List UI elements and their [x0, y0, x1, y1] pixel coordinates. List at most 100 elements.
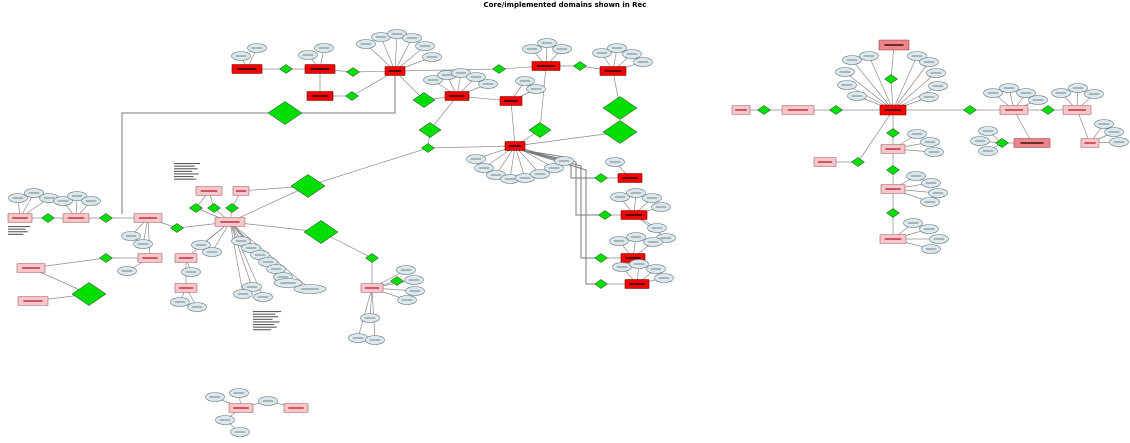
attribute-node[interactable]	[835, 67, 855, 77]
attribute-node[interactable]	[515, 76, 535, 86]
attribute-node[interactable]	[842, 55, 862, 65]
attribute-node[interactable]	[921, 244, 941, 254]
attribute-node[interactable]	[926, 68, 946, 78]
attribute-node[interactable]	[314, 43, 334, 53]
attribute-node[interactable]	[133, 239, 153, 249]
attribute-node[interactable]	[404, 275, 424, 285]
attribute-node[interactable]	[1104, 127, 1124, 137]
attribute-node[interactable]	[626, 188, 646, 198]
relationship-node[interactable]	[1041, 105, 1055, 115]
attribute-node[interactable]	[266, 264, 286, 274]
attribute-node[interactable]	[451, 68, 471, 78]
relationship-node[interactable]	[418, 122, 442, 138]
attribute-node[interactable]	[921, 178, 941, 188]
relationship-node[interactable]	[267, 101, 303, 125]
attribute-node[interactable]	[474, 163, 494, 173]
attribute-node[interactable]	[526, 84, 546, 94]
attribute-node[interactable]	[1051, 88, 1071, 98]
relationship-node[interactable]	[225, 203, 239, 213]
attribute-node[interactable]	[423, 75, 443, 85]
attribute-node[interactable]	[629, 259, 649, 269]
attribute-node[interactable]	[924, 147, 944, 157]
attribute-node[interactable]	[356, 39, 376, 49]
attribute-node[interactable]	[402, 33, 422, 43]
attribute-node[interactable]	[1084, 89, 1104, 99]
attribute-node[interactable]	[859, 51, 879, 61]
relationship-node[interactable]	[492, 64, 506, 74]
relationship-node[interactable]	[598, 210, 612, 220]
relationship-node[interactable]	[279, 64, 293, 74]
attribute-node[interactable]	[230, 427, 250, 437]
attribute-node[interactable]	[515, 173, 535, 183]
attribute-node[interactable]	[920, 137, 940, 147]
attribute-node[interactable]	[1068, 83, 1088, 93]
relationship-node[interactable]	[365, 253, 379, 263]
attribute-node[interactable]	[396, 265, 416, 275]
attribute-node[interactable]	[633, 57, 653, 67]
relationship-node[interactable]	[886, 208, 900, 218]
attribute-node[interactable]	[610, 192, 630, 202]
relationship-node[interactable]	[594, 279, 608, 289]
attribute-node[interactable]	[522, 44, 542, 54]
relationship-node[interactable]	[573, 61, 587, 71]
attribute-node[interactable]	[117, 266, 137, 276]
relationship-node[interactable]	[757, 105, 771, 115]
attribute-node[interactable]	[405, 286, 425, 296]
attribute-node[interactable]	[273, 278, 303, 288]
attribute-node[interactable]	[202, 247, 222, 257]
relationship-node[interactable]	[602, 96, 638, 120]
attribute-node[interactable]	[247, 43, 267, 53]
attribute-node[interactable]	[1016, 88, 1036, 98]
relationship-node[interactable]	[170, 223, 184, 233]
attribute-node[interactable]	[293, 284, 327, 294]
attribute-node[interactable]	[1094, 119, 1114, 129]
attribute-node[interactable]	[651, 202, 671, 212]
attribute-node[interactable]	[205, 392, 225, 402]
attribute-node[interactable]	[53, 196, 73, 206]
relationship-node[interactable]	[290, 174, 326, 198]
relationship-node[interactable]	[886, 128, 900, 138]
relationship-node[interactable]	[829, 105, 843, 115]
attribute-node[interactable]	[466, 72, 486, 82]
attribute-node[interactable]	[170, 297, 190, 307]
attribute-node[interactable]	[365, 335, 385, 345]
attribute-node[interactable]	[537, 38, 557, 48]
relationship-node[interactable]	[345, 91, 359, 101]
attribute-node[interactable]	[1109, 137, 1129, 147]
attribute-node[interactable]	[978, 126, 998, 136]
relationship-node[interactable]	[41, 213, 55, 223]
attribute-node[interactable]	[422, 52, 442, 62]
attribute-node[interactable]	[415, 41, 435, 51]
relationship-node[interactable]	[528, 122, 552, 138]
attribute-node[interactable]	[191, 240, 211, 250]
attribute-node[interactable]	[929, 234, 949, 244]
attribute-node[interactable]	[81, 196, 101, 206]
relationship-node[interactable]	[421, 143, 435, 153]
attribute-node[interactable]	[919, 57, 939, 67]
relationship-node[interactable]	[963, 105, 977, 115]
attribute-node[interactable]	[231, 236, 251, 246]
attribute-node[interactable]	[478, 79, 498, 89]
attribute-node[interactable]	[298, 50, 318, 60]
attribute-node[interactable]	[187, 302, 207, 312]
attribute-node[interactable]	[903, 218, 923, 228]
relationship-node[interactable]	[346, 67, 360, 77]
attribute-node[interactable]	[643, 237, 663, 247]
relationship-node[interactable]	[886, 165, 900, 175]
relationship-node[interactable]	[207, 203, 221, 213]
attribute-node[interactable]	[928, 188, 948, 198]
attribute-node[interactable]	[181, 267, 201, 277]
attribute-node[interactable]	[24, 188, 44, 198]
attribute-node[interactable]	[622, 49, 642, 59]
attribute-node[interactable]	[605, 157, 625, 167]
attribute-node[interactable]	[360, 313, 380, 323]
attribute-node[interactable]	[242, 282, 262, 292]
attribute-node[interactable]	[231, 51, 251, 61]
attribute-node[interactable]	[466, 154, 486, 164]
attribute-node[interactable]	[647, 223, 667, 233]
attribute-node[interactable]	[906, 171, 926, 181]
relationship-node[interactable]	[412, 92, 436, 108]
attribute-node[interactable]	[970, 136, 990, 146]
relationship-node[interactable]	[851, 157, 865, 167]
attribute-node[interactable]	[552, 44, 572, 54]
